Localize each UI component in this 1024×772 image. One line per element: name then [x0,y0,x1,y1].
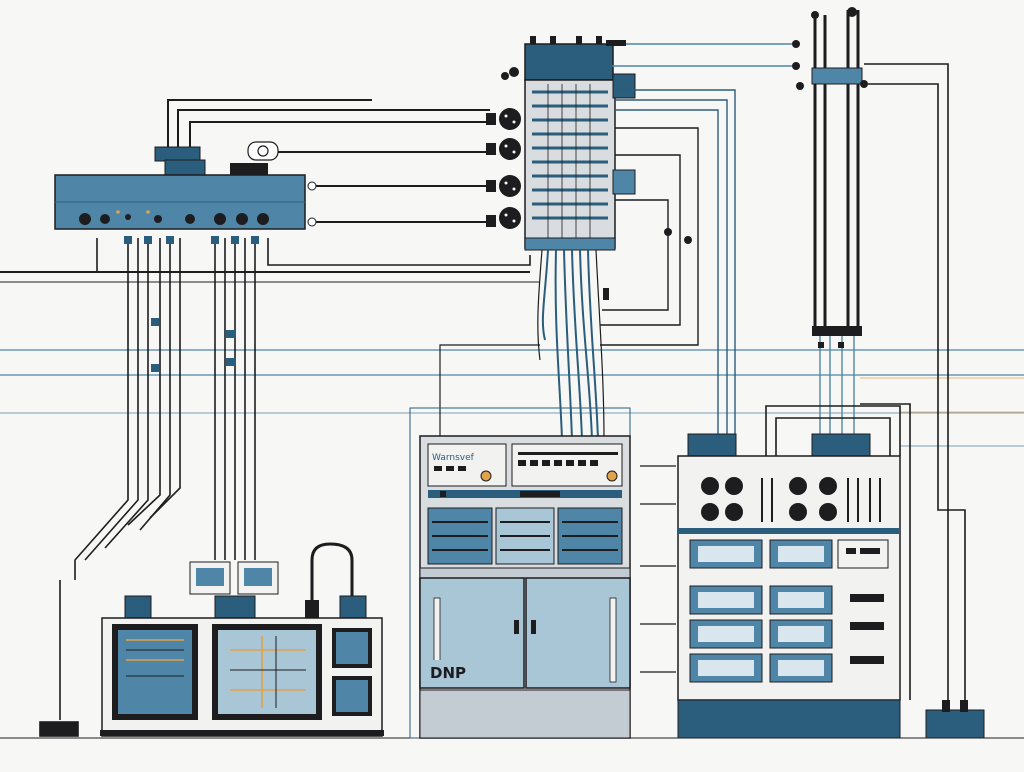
workstation-monitors [112,624,372,720]
right-cabinet [677,405,901,739]
cabinet-brand-label: DNP [430,664,466,682]
workstation [100,542,384,737]
right-tower [796,7,985,739]
cabinet-drawers [427,507,623,565]
center-cabinet: Warnsvef [409,407,676,739]
cable-connector-icons [499,108,521,229]
door-handle-icon [531,620,536,634]
rack-slots [532,90,608,220]
central-rack [439,36,800,441]
door-handle-icon [514,620,519,634]
left-router [39,99,531,737]
cabinet-top-screen: Warnsvef [427,443,623,487]
router-port-icons [79,213,269,225]
cabinet-doors [419,577,631,689]
right-cabinet-knobs [701,477,837,521]
right-cabinet-displays [689,539,833,683]
panel-top-text: Warnsvef [432,453,475,463]
